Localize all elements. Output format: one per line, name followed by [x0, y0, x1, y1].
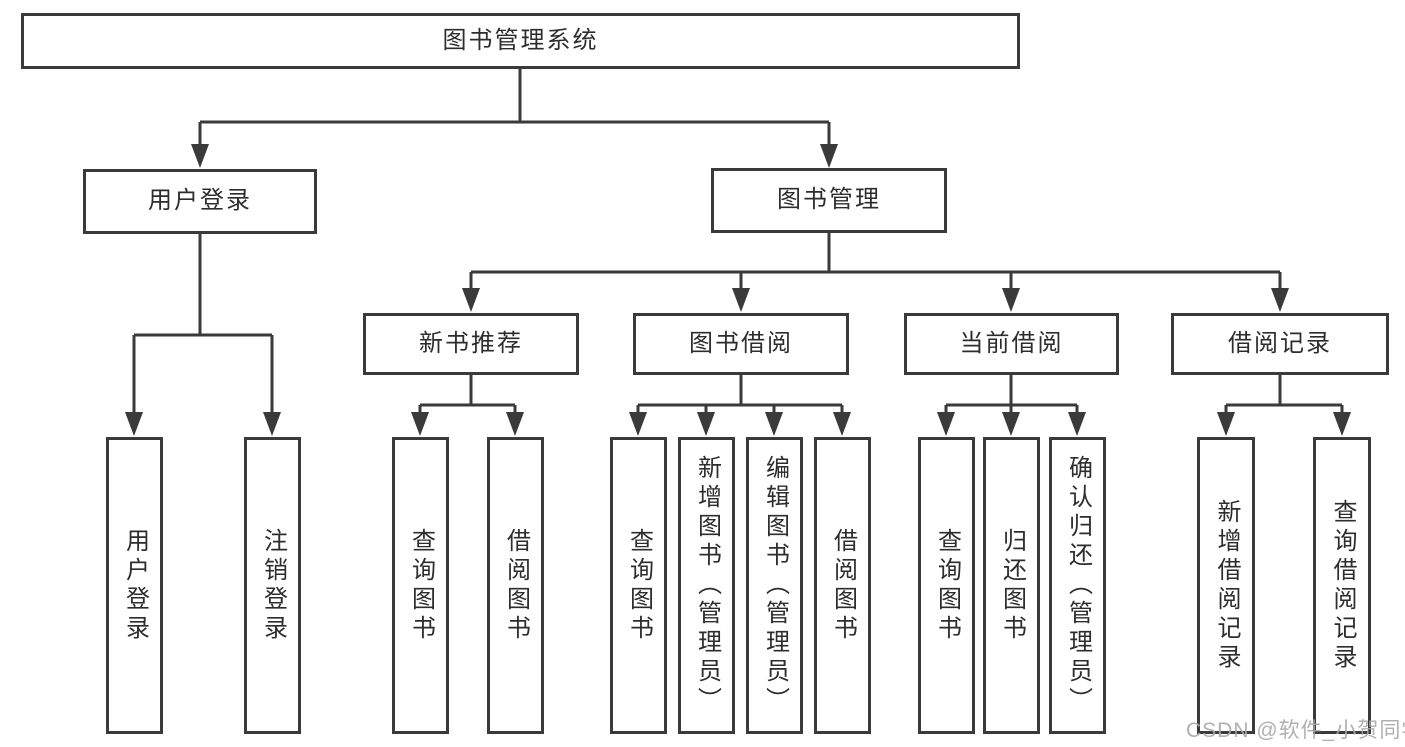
- arrowheads: [125, 144, 1351, 436]
- arrow-icon: [263, 412, 281, 436]
- node-new-book-recommend-label: 新书推荐: [419, 329, 523, 357]
- leaf-bb-edit-books-admin: 编辑图书（管理员）: [746, 437, 803, 734]
- leaf-br-add-record-label: 新增借阅记录: [1213, 498, 1240, 673]
- node-current-borrow-label: 当前借阅: [959, 329, 1064, 357]
- arrow-icon: [1271, 288, 1289, 312]
- arrow-icon: [191, 144, 209, 168]
- node-new-book-recommend: 新书推荐: [363, 313, 579, 375]
- leaf-nb-query-books-label: 查询图书: [407, 527, 435, 644]
- arrow-icon: [1068, 412, 1086, 436]
- arrow-icon: [1002, 412, 1020, 436]
- leaf-cb-return-books: 归还图书: [983, 437, 1040, 734]
- watermark: CSDN @软件_小贺同学: [1186, 719, 1405, 742]
- leaf-bb-borrow-books-label: 借阅图书: [829, 527, 857, 644]
- arrow-icon: [462, 288, 480, 312]
- arrow-icon: [1217, 412, 1235, 436]
- node-root: 图书管理系统: [21, 13, 1020, 69]
- arrow-icon: [125, 412, 143, 436]
- leaf-cb-confirm-return-admin: 确认归还（管理员）: [1049, 437, 1106, 734]
- leaf-br-query-record-label: 查询借阅记录: [1329, 498, 1356, 673]
- leaf-nb-query-books: 查询图书: [392, 437, 449, 734]
- node-book-borrow-label: 图书借阅: [689, 329, 793, 357]
- leaf-cb-return-books-label: 归还图书: [998, 527, 1026, 644]
- leaf-nb-borrow-books-label: 借阅图书: [502, 527, 530, 644]
- leaf-bb-borrow-books: 借阅图书: [814, 437, 871, 734]
- leaf-cb-query-books: 查询图书: [918, 437, 975, 734]
- leaf-br-query-record: 查询借阅记录: [1313, 437, 1371, 734]
- leaf-bb-add-books-admin: 新增图书（管理员）: [678, 437, 735, 734]
- leaf-logout: 注销登录: [244, 437, 301, 734]
- leaf-bb-edit-books-admin-label: 编辑图书（管理员）: [761, 455, 789, 716]
- leaf-bb-query-books-label: 查询图书: [625, 527, 653, 644]
- connector-paths: [132, 69, 1344, 418]
- node-user-login: 用户登录: [83, 169, 317, 234]
- leaf-cb-query-books-label: 查询图书: [933, 527, 961, 644]
- leaf-cb-confirm-return-admin-label: 确认归还（管理员）: [1064, 455, 1092, 716]
- node-user-login-label: 用户登录: [148, 187, 252, 215]
- arrow-icon: [1333, 412, 1351, 436]
- arrow-icon: [732, 288, 750, 312]
- node-root-label: 图书管理系统: [442, 26, 599, 54]
- leaf-user-login-label: 用户登录: [121, 527, 149, 644]
- arrow-icon: [1002, 288, 1020, 312]
- arrow-icon: [833, 412, 851, 436]
- leaf-bb-add-books-admin-label: 新增图书（管理员）: [693, 455, 721, 716]
- leaf-nb-borrow-books: 借阅图书: [487, 437, 544, 734]
- arrow-icon: [411, 412, 429, 436]
- node-borrow-records-label: 借阅记录: [1228, 329, 1332, 357]
- arrow-icon: [629, 412, 647, 436]
- leaf-br-add-record: 新增借阅记录: [1197, 437, 1255, 734]
- arrow-icon: [937, 412, 955, 436]
- node-book-borrow: 图书借阅: [633, 313, 849, 375]
- leaf-user-login: 用户登录: [106, 437, 163, 734]
- leaf-bb-query-books: 查询图书: [610, 437, 667, 734]
- arrow-icon: [697, 412, 715, 436]
- arrow-icon: [765, 412, 783, 436]
- arrow-icon: [506, 412, 524, 436]
- node-borrow-records: 借阅记录: [1171, 313, 1389, 375]
- leaf-logout-label: 注销登录: [259, 527, 287, 644]
- node-book-management-label: 图书管理: [777, 186, 881, 214]
- node-book-management: 图书管理: [711, 168, 947, 233]
- arrow-icon: [820, 144, 838, 168]
- node-current-borrow: 当前借阅: [904, 313, 1119, 375]
